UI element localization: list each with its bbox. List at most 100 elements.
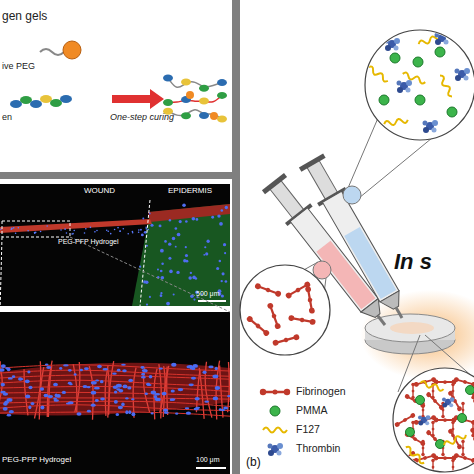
- fibrinogen-symbol-part: [443, 456, 447, 460]
- nuclei-part: [217, 214, 220, 217]
- curing-arrow: [112, 89, 164, 109]
- fibrinogen-symbol-part: [262, 329, 270, 337]
- nuclei-part: [141, 366, 145, 369]
- legend-symbol: [260, 389, 266, 395]
- nuclei-part: [97, 365, 102, 369]
- fibrinogen-symbol-part: [412, 390, 415, 393]
- fibrinogen-molecule-part: [20, 96, 32, 104]
- dish-rim: [365, 314, 455, 342]
- fibrinogen-symbol-part: [288, 315, 295, 322]
- nuclei-part: [53, 383, 58, 387]
- nuclei-part: [208, 366, 213, 369]
- nuclei-part: [227, 395, 230, 397]
- nuclei-part: [147, 384, 152, 386]
- nuclei-part: [185, 246, 187, 248]
- zoom-leader: [70, 237, 230, 312]
- nuclei-part: [193, 298, 195, 300]
- plunger-thumb: [299, 153, 326, 171]
- hydrogel-mesh-part: [133, 368, 136, 418]
- nuclei-part: [44, 394, 49, 398]
- pmma-bead: [458, 414, 467, 423]
- needle: [376, 315, 386, 326]
- fibrinogen-symbol-part: [453, 453, 459, 459]
- fibrinogen-symbol-part: [309, 319, 316, 326]
- nuclei-part: [128, 379, 133, 382]
- fibrinogen-symbol-part: [410, 412, 417, 419]
- nuclei-part: [225, 206, 228, 209]
- nuclei-part: [151, 412, 154, 414]
- gel-network-part: [199, 97, 209, 104]
- nuclei-part: [175, 412, 178, 414]
- nuclei-part: [107, 231, 109, 233]
- fibrinogen-symbol-part: [421, 453, 425, 457]
- f127-chain: [420, 380, 444, 391]
- nuclei-part: [48, 395, 53, 398]
- thrombin-blob-part: [442, 403, 447, 408]
- nuclei-part: [149, 296, 151, 298]
- nuclei-part: [123, 385, 128, 389]
- thrombin-blob-part: [397, 81, 402, 86]
- nuclei-part: [40, 387, 44, 391]
- gel-network-part: [163, 75, 173, 82]
- nuclei-part: [204, 246, 206, 248]
- nuclei-part: [206, 240, 209, 243]
- legend-swatch: [258, 422, 292, 438]
- fibrinogen-symbol-part: [402, 455, 407, 460]
- fibrinogen-symbol-part: [423, 456, 428, 461]
- fibrinogen-symbol-part: [447, 390, 454, 397]
- nuclei-part: [173, 293, 175, 295]
- image-background: [0, 184, 230, 306]
- panel-heading: gen gels: [2, 10, 47, 23]
- legend-label: PMMA: [296, 404, 328, 416]
- nuclei-part: [161, 276, 165, 280]
- fibrinogen-symbol: [394, 450, 416, 466]
- nuclei-part: [223, 243, 226, 246]
- legend-symbol: [273, 390, 278, 395]
- fibrinogen-symbol-part: [402, 417, 407, 422]
- nuclei-part: [179, 220, 182, 223]
- nuclei-part: [28, 386, 32, 390]
- fibrinogen-symbol: [288, 315, 316, 325]
- fibrinogen-symbol-part: [412, 384, 413, 397]
- fibrinogen-symbol-part: [272, 339, 279, 346]
- nuclei-part: [215, 367, 218, 370]
- nuclei-part: [141, 373, 145, 376]
- fibrinogen-symbol: [451, 459, 455, 474]
- nuclei-part: [219, 260, 222, 263]
- nuclei-part: [150, 224, 153, 227]
- fibrinogen-symbol-part: [429, 395, 442, 408]
- thrombin-blob-part: [450, 397, 455, 402]
- fibrinogen-symbol-part: [461, 453, 465, 457]
- thrombin-blob-part: [435, 33, 440, 38]
- fibrinogen-symbol-part: [411, 472, 415, 474]
- fibrinogen-symbol: [246, 315, 271, 337]
- nuclei-part: [73, 230, 75, 232]
- nuclei-part: [114, 229, 116, 231]
- nuclei-part: [149, 375, 153, 378]
- nuclei-part: [160, 249, 164, 253]
- image-annotation: EPIDERMIS: [168, 187, 212, 196]
- gel-network-part: [163, 99, 173, 106]
- fibrinogen-symbol-part: [451, 472, 455, 474]
- nuclei-part: [164, 412, 169, 414]
- fibrinogen-symbol-part: [432, 398, 437, 403]
- nuclei-part: [177, 233, 181, 237]
- nuclei-part: [8, 377, 13, 379]
- legend-swatch: [258, 403, 292, 419]
- gel-network-part: [217, 79, 227, 86]
- fibrinogen-symbol-part: [432, 422, 433, 435]
- process-label: One-step curing: [110, 113, 174, 123]
- thrombin-blob-part: [435, 39, 441, 45]
- nuclei-part: [139, 266, 141, 268]
- molecule-label: ive PEG: [2, 62, 35, 72]
- fibrinogen-symbol-part: [425, 429, 432, 436]
- fibrinogen-symbol-part: [307, 297, 312, 302]
- legend-symbol: [284, 389, 290, 395]
- hydrogel-mesh-part: [228, 362, 230, 412]
- thrombin-blob-part: [423, 121, 428, 126]
- nuclei-part: [140, 229, 142, 231]
- fibrinogen-symbol-part: [441, 453, 445, 457]
- nuclei-part: [3, 407, 8, 411]
- fibrinogen-symbol-part: [402, 379, 407, 384]
